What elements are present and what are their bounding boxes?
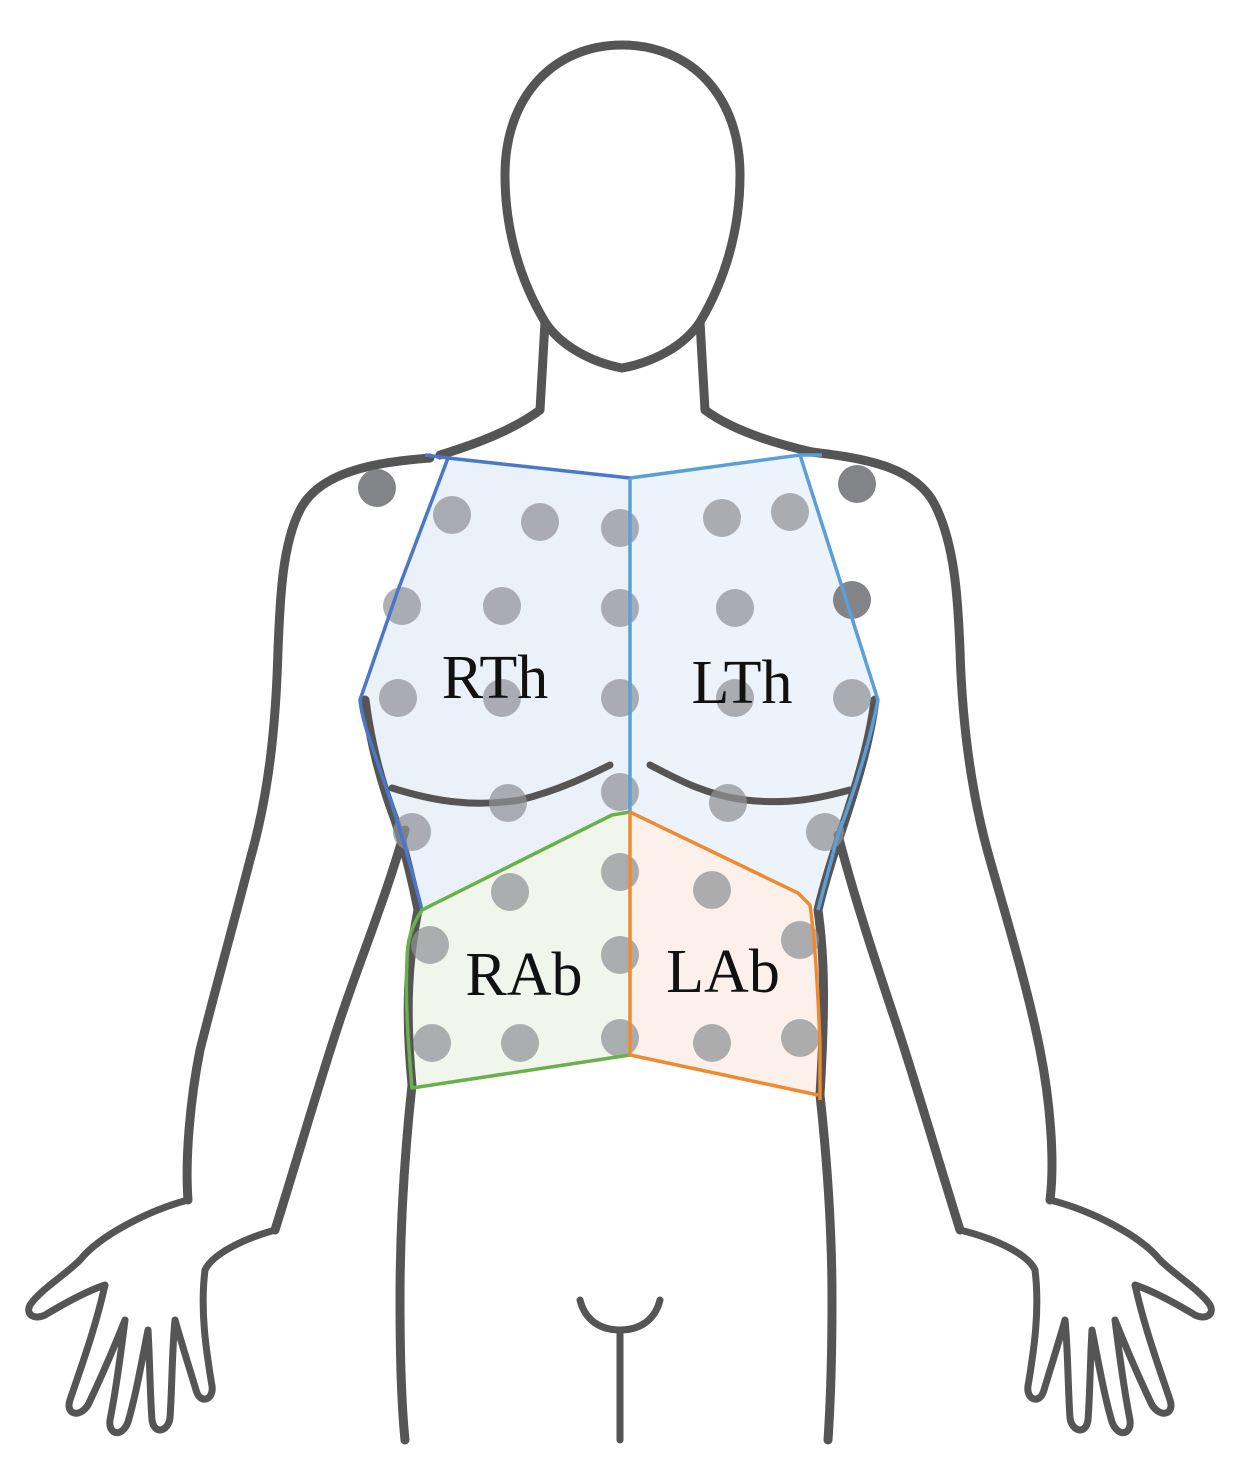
electrode-dot (601, 679, 639, 717)
region-lab-area (630, 812, 820, 1095)
groin-curve (576, 1296, 664, 1334)
head-outline (500, 40, 745, 373)
region-label-lab: LAb (666, 938, 780, 1006)
arm-inner-viewer-right (833, 830, 965, 1235)
neck-left (435, 317, 550, 460)
electrode-dot (838, 465, 876, 503)
electrode-dot (433, 496, 471, 534)
electrode-dot (601, 589, 639, 627)
electrode-dot (693, 1024, 731, 1062)
electrode-dot (693, 871, 731, 909)
electrode-dot (716, 679, 754, 717)
electrode-dot (781, 1019, 819, 1057)
region-label-rab: RAb (465, 941, 582, 1009)
electrode-dot (383, 587, 421, 625)
arm-inner-viewer-left (270, 825, 410, 1235)
electrode-dot (483, 679, 521, 717)
electrode-dot (709, 784, 747, 822)
electrode-dot (601, 773, 639, 811)
region-rth-border (358, 453, 631, 911)
region-labels: RTh LTh RAb LAb (442, 644, 793, 1009)
electrode-dot (358, 469, 396, 507)
region-outlines (358, 453, 880, 1100)
electrode-dot (771, 493, 809, 531)
electrode-dot (601, 853, 639, 891)
region-label-rth: RTh (442, 644, 549, 712)
region-lab-border (628, 810, 822, 1100)
electrode-dot (781, 921, 819, 959)
electrode-dot (601, 936, 639, 974)
hand-outline-viewer-left (25, 1196, 279, 1437)
neck-right (695, 317, 817, 457)
electrode-dot (601, 1019, 639, 1057)
region-rab-area (406, 812, 630, 1085)
electrode-dot (501, 1024, 539, 1062)
electrode-dot (491, 873, 529, 911)
region-rab-border (404, 810, 631, 1090)
arm-outline-viewer-left (182, 453, 435, 1205)
hand-outline-viewer-right (956, 1196, 1215, 1437)
region-lth-border (628, 453, 880, 911)
electrode-dot (379, 679, 417, 717)
electrode-dot (489, 784, 527, 822)
region-label-lth: LTh (691, 649, 792, 717)
electrode-dot (413, 1024, 451, 1062)
electrode-dot (716, 589, 754, 627)
electrode-dot (833, 679, 871, 717)
electrode-dot (521, 503, 559, 541)
electrode-dot (483, 587, 521, 625)
electrode-dot (601, 509, 639, 547)
arm-outline-viewer-right (807, 447, 1057, 1205)
electrode-dot (703, 499, 741, 537)
electrode-dot (411, 926, 449, 964)
